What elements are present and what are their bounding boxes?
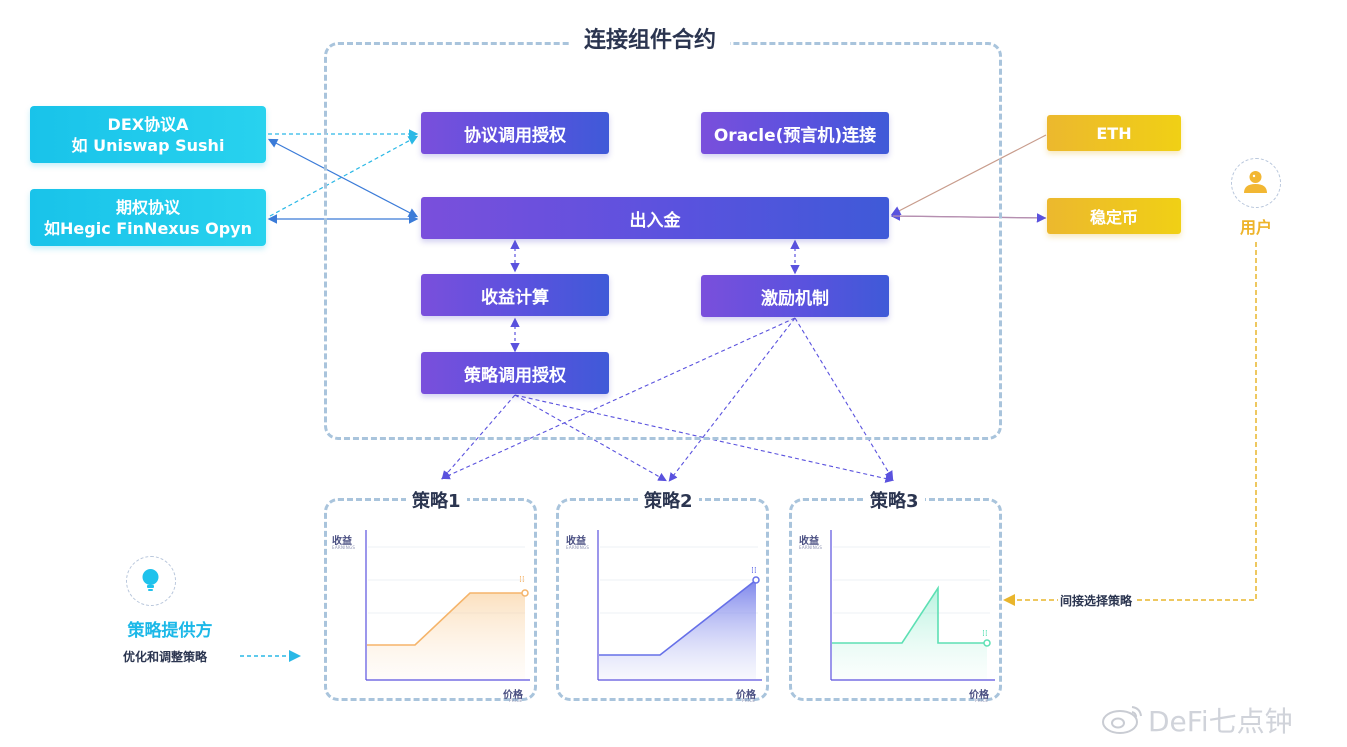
dex-protocol-box[interactable]: DEX协议A 如 Uniswap Sushi xyxy=(30,106,266,163)
strategy1-x-sub: PRICE xyxy=(509,698,523,703)
strategy1-y-sub: EARNINGS xyxy=(332,545,356,550)
provider-label: 策略提供方 xyxy=(127,621,213,641)
strategy-auth-box[interactable]: 策略调用授权 xyxy=(421,352,609,394)
strategy3-y-sub: EARNINGS xyxy=(799,545,823,550)
strategy2-y-label: 收益 xyxy=(566,536,586,547)
strategy2-x-sub: PRICE xyxy=(742,698,756,703)
strategy1-frame xyxy=(324,498,537,701)
provider-note: 优化和调整策略 xyxy=(123,650,208,664)
strategy2-frame xyxy=(556,498,769,701)
user-icon xyxy=(1231,158,1281,208)
strategy2-y-sub: EARNINGS xyxy=(566,545,590,550)
stablecoin-box[interactable]: 稳定币 xyxy=(1047,198,1181,234)
strategy1-y-label: 收益 xyxy=(332,536,352,547)
options-line2: 如Hegic FinNexus Opyn xyxy=(44,218,252,238)
options-protocol-box[interactable]: 期权协议 如Hegic FinNexus Opyn xyxy=(30,189,266,246)
user-label: 用户 xyxy=(1239,218,1272,237)
strategy3-x-sub: PRICE xyxy=(975,698,989,703)
strategy3-x-label: 价格 xyxy=(969,690,989,701)
yield-box[interactable]: 收益计算 xyxy=(421,274,609,316)
strategy3-title: 策略3 xyxy=(864,487,925,513)
strategy1-title: 策略1 xyxy=(406,487,467,513)
contract-title: 连接组件合约 xyxy=(570,22,730,54)
strategy3-y-label: 收益 xyxy=(799,536,819,547)
strategy2-x-label: 价格 xyxy=(736,690,756,701)
options-line1: 期权协议 xyxy=(115,197,180,217)
weibo-icon xyxy=(1100,702,1146,740)
user-note: 间接选择策略 xyxy=(1058,592,1135,609)
dex-line2: 如 Uniswap Sushi xyxy=(71,135,225,155)
strategy2-title: 策略2 xyxy=(638,487,699,513)
incentive-box[interactable]: 激励机制 xyxy=(701,275,889,317)
oracle-box[interactable]: Oracle(预言机)连接 xyxy=(701,112,889,154)
auth-box[interactable]: 协议调用授权 xyxy=(421,112,609,154)
strategy3-frame xyxy=(789,498,1002,701)
strategy1-x-label: 价格 xyxy=(503,690,523,701)
inout-box[interactable]: 出入金 xyxy=(421,197,889,239)
eth-box[interactable]: ETH xyxy=(1047,115,1181,151)
bulb-icon xyxy=(126,556,176,606)
dex-line1: DEX协议A xyxy=(107,114,189,134)
watermark-text: DeFi七点钟 xyxy=(1148,705,1293,738)
